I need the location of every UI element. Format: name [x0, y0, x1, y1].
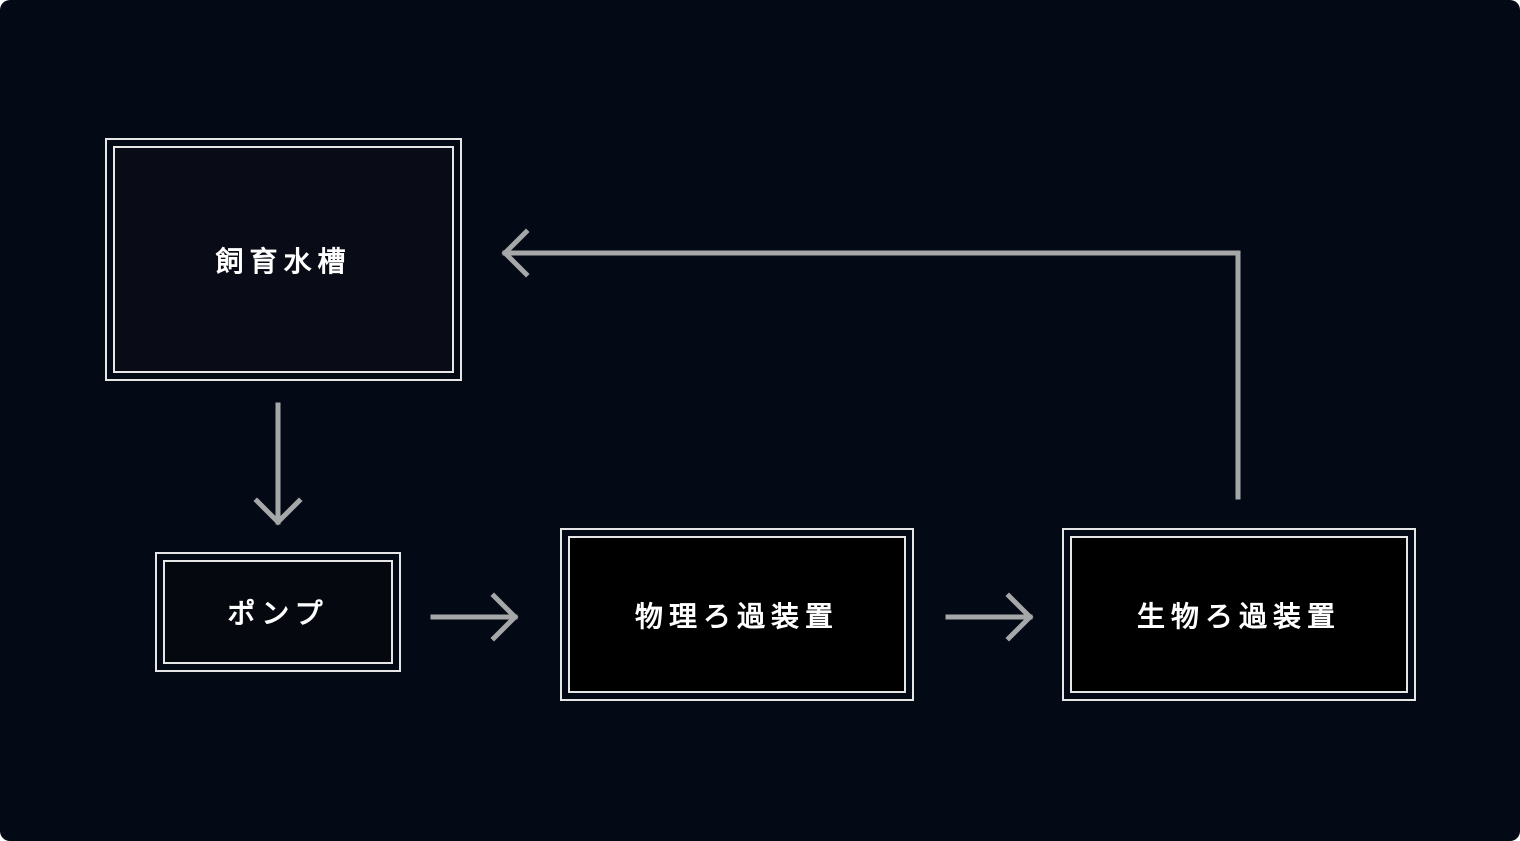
node-physical-filter-inner: 物理ろ過装置 — [568, 536, 906, 693]
node-physical-filter: 物理ろ過装置 — [560, 528, 914, 701]
arrow-pump-to-physical-filter — [430, 592, 519, 642]
node-breeding-tank-inner: 飼育水槽 — [113, 146, 454, 373]
node-pump-inner: ポンプ — [163, 560, 393, 664]
arrow-tank-to-pump — [253, 402, 303, 526]
node-biological-filter: 生物ろ過装置 — [1062, 528, 1416, 701]
node-pump: ポンプ — [155, 552, 401, 672]
node-breeding-tank: 飼育水槽 — [105, 138, 462, 381]
node-pump-label: ポンプ — [227, 597, 329, 630]
node-breeding-tank-label: 飼育水槽 — [215, 244, 352, 278]
node-biological-filter-inner: 生物ろ過装置 — [1070, 536, 1408, 693]
arrow-biological-filter-to-tank — [501, 228, 1241, 500]
node-physical-filter-label: 物理ろ過装置 — [634, 599, 839, 633]
arrow-physical-to-biological-filter — [945, 592, 1034, 642]
node-biological-filter-label: 生物ろ過装置 — [1136, 599, 1341, 633]
